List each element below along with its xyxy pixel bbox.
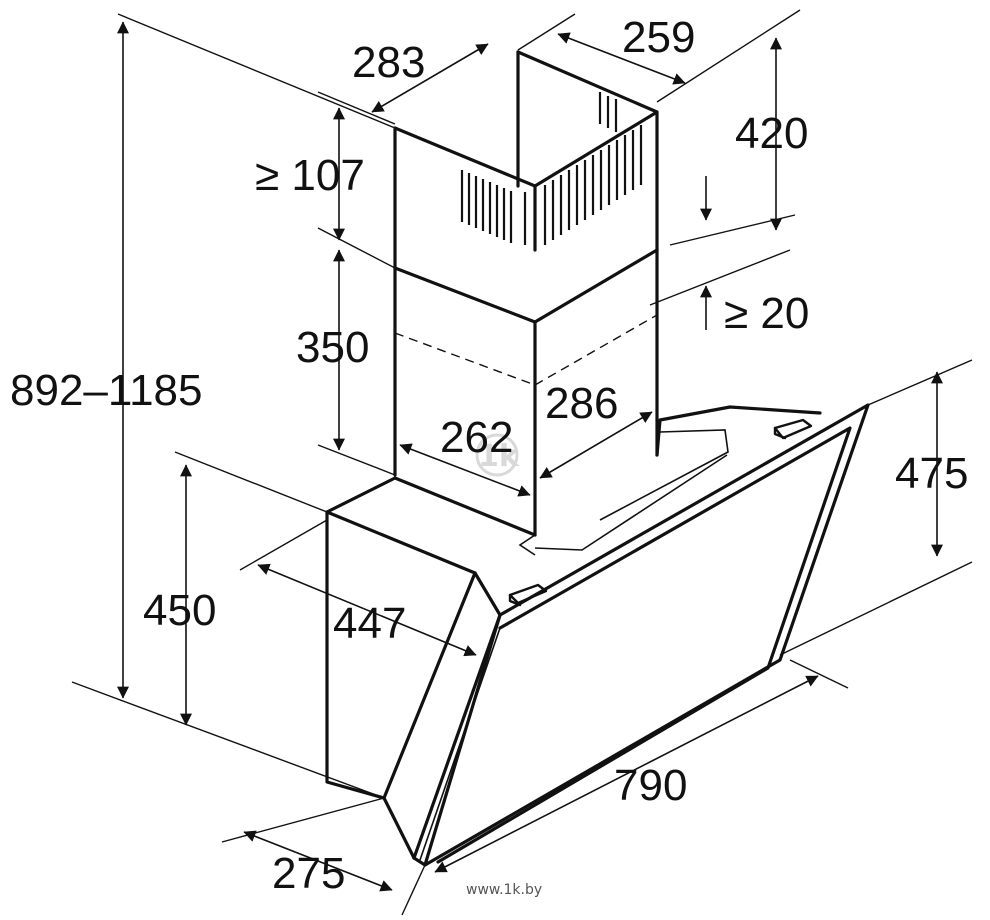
watermark-text: www.1k.by [466, 882, 542, 898]
arrow-lower-depth [539, 411, 653, 479]
arrow-bottom-depth [243, 830, 393, 892]
arrow-hood-width [434, 675, 819, 873]
vent-slots-left [460, 170, 527, 245]
label-canopy-height: 450 [143, 586, 216, 635]
extension-lines [71, 9, 973, 916]
label-chimney-depth-top: 259 [622, 13, 695, 62]
label-gap-min: ≥ 20 [724, 289, 809, 338]
label-canopy-back-depth: 447 [333, 599, 406, 648]
arrow-canopy-depth [257, 563, 477, 657]
label-lower-chimney-height: 350 [296, 323, 369, 372]
arrow-depth-top [557, 32, 686, 85]
hood-body: 1k [325, 50, 870, 867]
label-upper-chimney-height: 420 [735, 109, 808, 158]
vent-slots-right [543, 92, 643, 245]
dimension-arrows [117, 21, 943, 892]
upper-chimney [393, 50, 659, 270]
label-panel-height: 475 [895, 449, 968, 498]
label-bottom-depth: 275 [272, 849, 345, 898]
label-hood-width: 790 [614, 761, 687, 810]
arrow-width-top [371, 43, 489, 113]
label-lower-chimney-depth: 286 [545, 379, 618, 428]
dimension-labels: 892–1185 283 259 ≥ 107 420 ≥ 20 350 262 … [10, 13, 968, 898]
label-total-height: 892–1185 [10, 366, 203, 415]
hinge-clip-left [508, 583, 548, 607]
hinge-clip-right [773, 418, 813, 440]
label-upper-overlap-min: ≥ 107 [255, 151, 365, 200]
label-chimney-width-top: 283 [352, 38, 425, 87]
arrow-lower-width [399, 443, 531, 497]
label-lower-chimney-width: 262 [440, 413, 513, 462]
